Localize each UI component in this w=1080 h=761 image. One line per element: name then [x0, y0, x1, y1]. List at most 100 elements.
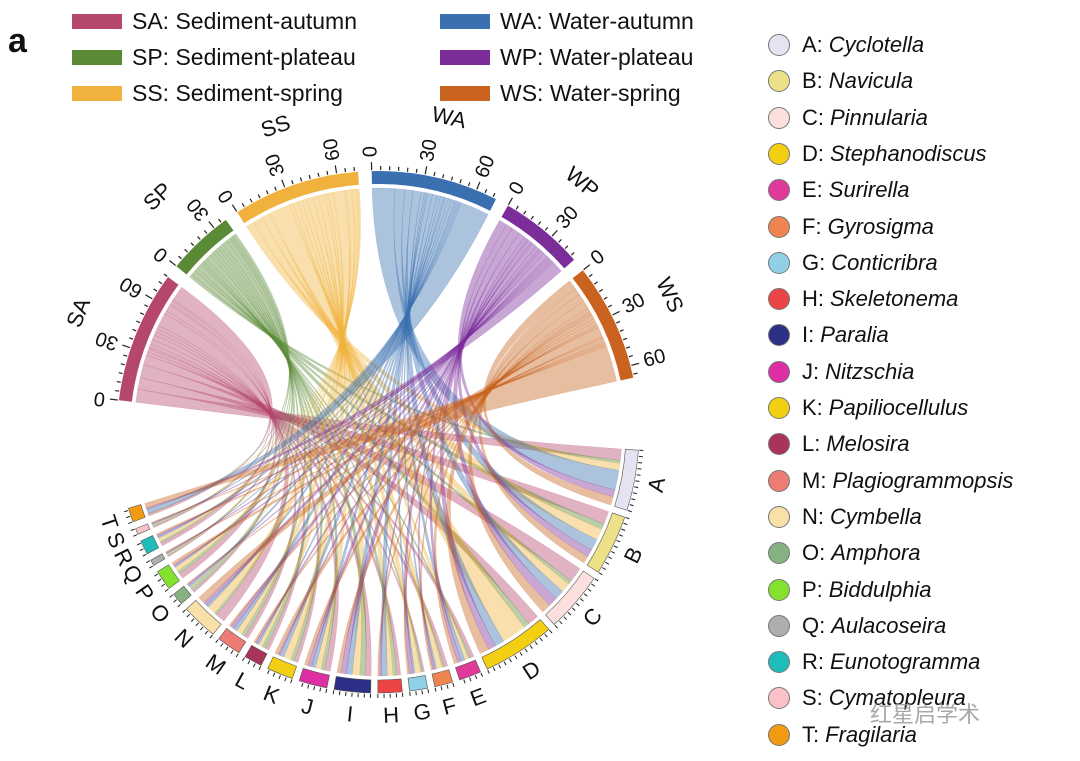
- genus-tick: [434, 687, 437, 692]
- legend-item-ws: WS: Water-spring: [440, 80, 681, 107]
- genus-label-f: F: [440, 692, 459, 720]
- genus-tick: [587, 588, 592, 592]
- chord-ribbon-ss-l: [258, 192, 344, 648]
- chord-ribbon-sp-p: [177, 238, 294, 574]
- sample-tick: [231, 204, 238, 212]
- genus-legend-letter: A:: [802, 32, 823, 57]
- genus-tick: [446, 684, 449, 689]
- chord-ribbon-wp-i: [340, 242, 537, 675]
- chord-ribbon-sa-p: [165, 304, 278, 579]
- genus-legend-dot: [768, 723, 790, 746]
- chord-ribbon-ss-g: [297, 199, 422, 674]
- genus-arc-n: [185, 599, 222, 635]
- sample-tick: [197, 236, 201, 240]
- sample-tick: [551, 229, 558, 237]
- sample-tick: [291, 180, 294, 185]
- genus-arc-t: [128, 504, 146, 523]
- genus-tick: [242, 657, 245, 662]
- chord-ribbon-wp-g: [403, 239, 532, 675]
- chord-ribbon-wp-k: [278, 248, 541, 656]
- chord-ribbon-ws-o: [186, 336, 604, 585]
- genus-label-m: M: [201, 649, 230, 680]
- genus-tick: [559, 620, 563, 625]
- sample-label-wp: WP: [561, 161, 604, 203]
- genus-legend-letter: C:: [802, 104, 824, 130]
- chord-ribbon-sp-c: [194, 267, 572, 585]
- chord-ribbon-sa-q: [167, 303, 274, 558]
- legend-swatch-wp: [440, 50, 490, 65]
- genus-tick: [613, 545, 618, 549]
- genus-arc-r: [140, 535, 160, 555]
- genus-tick: [618, 534, 623, 537]
- genus-label-c: C: [578, 603, 607, 631]
- sample-tick: [178, 255, 182, 260]
- chord-ribbon-sa-m: [156, 325, 297, 639]
- chord-ribbon-wa-a: [371, 187, 620, 491]
- ribbons: [135, 187, 622, 677]
- genus-tick: [635, 480, 640, 482]
- genus-tick: [575, 602, 580, 607]
- sample-tick-label: 30: [93, 327, 121, 355]
- sample-tick: [607, 304, 613, 308]
- sample-tick: [218, 218, 222, 223]
- chord-ribbon-sp-n: [214, 243, 299, 616]
- legend-item-wa: WA: Water-autumn: [440, 8, 694, 35]
- chord-ribbon-wa-q: [166, 200, 459, 555]
- sample-tick: [326, 170, 329, 175]
- sample-label-ss: SS: [258, 110, 294, 143]
- genus-legend-name: Biddulphia: [828, 576, 932, 602]
- chord-ribbon-sp-d: [196, 264, 530, 628]
- chord-ribbon-sp-q: [167, 237, 292, 557]
- genus-tick: [427, 689, 430, 694]
- genus-legend-letter: R:: [802, 649, 824, 675]
- chord-ribbon-wp-d: [439, 232, 525, 650]
- sample-tick: [628, 354, 633, 358]
- chord-ribbon-wa-k: [279, 195, 445, 658]
- sample-tick-label: 60: [319, 137, 344, 162]
- sample-tick: [631, 362, 640, 366]
- sample-tick: [598, 288, 603, 293]
- chord-ribbon-ws-p: [171, 337, 605, 566]
- chord-ribbon-wp-a: [457, 220, 616, 498]
- genus-legend-letter: J:: [802, 358, 820, 384]
- chord-ribbon-sp-r: [159, 236, 291, 544]
- genus-legend-item-j: J:Nitzschia: [768, 357, 914, 387]
- sample-arc-wa: [371, 170, 496, 211]
- genus-legend-dot: [768, 70, 790, 93]
- genus-tick: [169, 594, 174, 598]
- chord-ribbon-ws-c: [468, 293, 585, 613]
- genus-tick: [634, 486, 639, 489]
- genus-tick: [563, 616, 567, 620]
- genus-legend-dot: [768, 34, 790, 56]
- sample-tick: [144, 304, 149, 308]
- sample-tick: [476, 181, 481, 190]
- genus-tick: [126, 515, 131, 519]
- genus-tick: [220, 642, 224, 647]
- sample-tick: [317, 172, 320, 177]
- genus-legend-item-o: O:Amphora: [768, 538, 921, 568]
- chord-ribbon-ws-s: [151, 344, 607, 524]
- sample-tick: [570, 251, 575, 256]
- sample-tick-label: 0: [214, 186, 239, 207]
- sample-tick: [129, 337, 134, 340]
- genus-tick: [509, 658, 512, 663]
- sample-tick: [163, 273, 168, 277]
- chord-ribbon-ws-n: [198, 327, 603, 604]
- genus-legend-name: Paralia: [820, 322, 889, 348]
- genus-tick: [186, 613, 191, 618]
- genus-legend-letter: T:: [802, 721, 820, 747]
- genus-tick: [272, 672, 276, 677]
- genus-tick: [503, 661, 507, 666]
- chord-ribbon-wp-p: [173, 257, 551, 567]
- genus-tick: [631, 498, 636, 501]
- sample-arc-ws: [572, 270, 634, 381]
- chord-ribbon-sa-g: [148, 346, 425, 673]
- genus-tick: [616, 539, 621, 543]
- sample-tick-label: 0: [93, 387, 107, 410]
- genus-tick: [583, 593, 588, 597]
- genus-arc-q: [150, 553, 166, 566]
- genus-tick: [209, 634, 213, 639]
- genus-tick: [142, 553, 147, 557]
- watermark: 红星启学术: [870, 702, 981, 727]
